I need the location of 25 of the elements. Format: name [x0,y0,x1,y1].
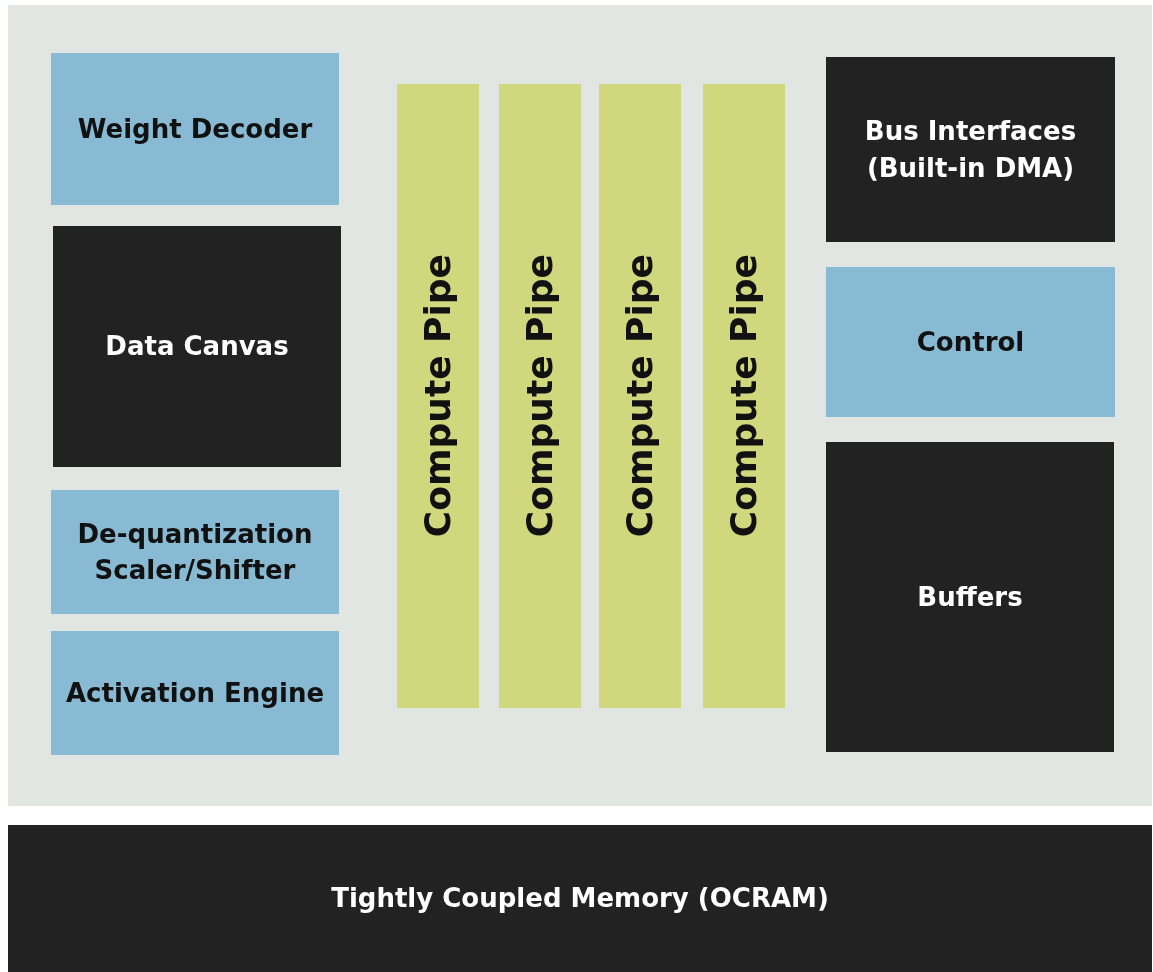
pipe-label: Compute Pipe [517,254,561,538]
pipe-label: Compute Pipe [415,254,459,538]
block-label: Data Canvas [104,330,290,364]
block [826,267,1115,417]
block-label: De-quantization Scaler/Shifter [76,517,314,587]
block [51,53,339,205]
pipe-bar [397,84,479,708]
block-label: Activation Engine [64,676,326,710]
chip-panel [8,5,1152,806]
block [51,631,339,755]
pipe-bar [599,84,681,708]
block-label: Weight Decoder [76,112,314,146]
block-label: Bus Interfaces (Built-in DMA) [863,115,1078,185]
block [826,442,1114,752]
pipe-bar [703,84,785,708]
memory-bar [8,825,1152,972]
block [53,226,341,467]
pipe-label: Compute Pipe [617,254,661,538]
block [826,57,1115,242]
block-label: Control [915,325,1026,359]
pipe-bar [499,84,581,708]
block-label: Tightly Coupled Memory (OCRAM) [330,882,830,916]
pipe-label: Compute Pipe [721,254,765,538]
block [51,490,339,614]
block-label: Buffers [916,580,1024,614]
